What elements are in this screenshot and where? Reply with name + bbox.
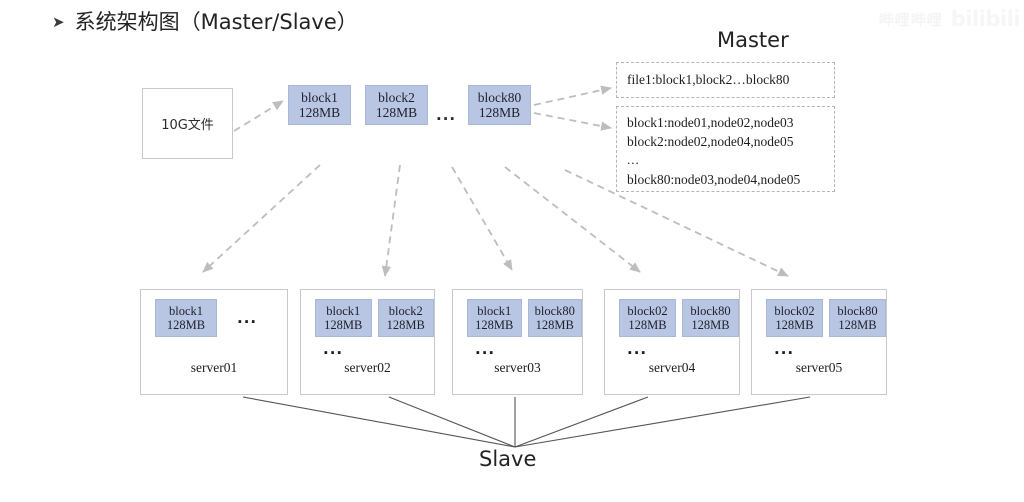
master-file-map-line-1: file1:block1,block2…block80 bbox=[627, 72, 790, 88]
server02-block-2-name: block2 bbox=[388, 304, 423, 318]
server-box-server05: block02 128MB block80 128MB ... server05 bbox=[751, 289, 887, 395]
arrow-to-server04 bbox=[504, 166, 641, 273]
server04-block-1-name: block02 bbox=[627, 304, 668, 318]
server01-name: server01 bbox=[190, 360, 238, 375]
line-server04-to-slave bbox=[514, 396, 649, 448]
server02-block-1-size: 128MB bbox=[324, 318, 363, 332]
server05-block-2: block80 128MB bbox=[829, 299, 886, 337]
top-row-ellipsis: ... bbox=[436, 106, 457, 124]
page-title: ➤ 系统架构图（Master/Slave） bbox=[52, 6, 358, 36]
top-block-2-name: block2 bbox=[378, 89, 415, 105]
arrow-block80-to-blockmap bbox=[533, 112, 612, 131]
slave-label: Slave bbox=[479, 447, 537, 471]
server04-block-2-name: block80 bbox=[690, 304, 731, 318]
server03-blocks: block1 128MB block80 128MB bbox=[453, 299, 582, 337]
server04-blocks: block02 128MB block80 128MB bbox=[605, 299, 739, 337]
server03-name: server03 bbox=[494, 360, 541, 375]
server02-blocks: block1 128MB block2 128MB bbox=[301, 299, 434, 337]
page-title-text: 系统架构图（Master/Slave） bbox=[74, 10, 358, 34]
server05-block-1: block02 128MB bbox=[766, 299, 823, 337]
line-server02-to-slave bbox=[388, 396, 516, 448]
line-server01-to-slave bbox=[242, 396, 516, 448]
server05-block-2-size: 128MB bbox=[838, 318, 877, 332]
server01-block-1-size: 128MB bbox=[166, 318, 206, 332]
top-block-1-name: block1 bbox=[301, 89, 338, 105]
top-block-80-name: block80 bbox=[477, 89, 522, 105]
server02-block-1-name: block1 bbox=[326, 304, 361, 318]
top-block-80-size: 128MB bbox=[478, 105, 521, 120]
server05-name: server05 bbox=[795, 360, 843, 375]
server02-block-2-size: 128MB bbox=[386, 318, 425, 332]
top-block-1: block1 128MB bbox=[288, 85, 351, 125]
top-block-2-size: 128MB bbox=[375, 105, 418, 120]
server05-block-1-size: 128MB bbox=[775, 318, 814, 332]
server02-block-1: block1 128MB bbox=[315, 299, 372, 337]
master-block-map-ellipsis: ... bbox=[627, 152, 640, 168]
server03-block-2: block80 128MB bbox=[527, 299, 582, 337]
server04-block-2-size: 128MB bbox=[691, 318, 730, 332]
master-block-map-line-1: block1:node01,node02,node03 bbox=[627, 115, 794, 130]
line-server05-to-slave bbox=[514, 396, 811, 448]
arrow-to-server01 bbox=[202, 164, 321, 273]
arrow-to-server03 bbox=[451, 166, 513, 271]
master-block-map-line-2: block2:node02,node04,node05 bbox=[627, 134, 794, 150]
server02-block-2: block2 128MB bbox=[377, 299, 434, 337]
server04-name: server04 bbox=[648, 360, 696, 375]
server02-ellipsis: ... bbox=[323, 340, 344, 358]
master-block-map-line-4: block80:node03,node04,node05 bbox=[627, 171, 801, 187]
server05-ellipsis: ... bbox=[774, 340, 795, 358]
server05-blocks: block02 128MB block80 128MB bbox=[752, 299, 886, 337]
source-file-label: 10G文件 bbox=[161, 118, 214, 133]
source-file-box: 10G文件 bbox=[142, 88, 233, 159]
arrow-file-to-block1 bbox=[233, 100, 284, 132]
server03-block-1-name: block1 bbox=[477, 304, 512, 318]
server-box-server04: block02 128MB block80 128MB ... server04 bbox=[604, 289, 740, 395]
server02-name: server02 bbox=[344, 360, 391, 375]
arrow-to-server02 bbox=[381, 164, 401, 277]
master-block-map-box: block1:node01,node02,node03 block2:node0… bbox=[616, 106, 835, 192]
server03-block-1-size: 128MB bbox=[475, 318, 514, 332]
server-box-server03: block1 128MB block80 128MB ... server03 bbox=[452, 289, 583, 395]
server05-block-1-name: block02 bbox=[774, 304, 815, 318]
master-file-map-box: file1:block1,block2…block80 bbox=[616, 62, 835, 98]
server04-block-1-size: 128MB bbox=[628, 318, 667, 332]
master-label: Master bbox=[717, 28, 789, 52]
arrow-block80-to-filemap bbox=[533, 85, 612, 106]
server01-ellipsis: ... bbox=[237, 309, 258, 327]
server04-block-2: block80 128MB bbox=[682, 299, 739, 337]
server03-block-2-name: block80 bbox=[534, 304, 575, 318]
server01-blocks: block1 128MB ... bbox=[141, 299, 287, 337]
server-box-server01: block1 128MB ... server01 bbox=[140, 289, 288, 395]
arrow-to-server05 bbox=[564, 169, 789, 277]
server03-ellipsis: ... bbox=[475, 340, 496, 358]
top-block-1-size: 128MB bbox=[298, 105, 341, 120]
server01-block-1: block1 128MB bbox=[155, 299, 217, 337]
server03-block-2-size: 128MB bbox=[535, 318, 574, 332]
server01-block-1-name: block1 bbox=[168, 304, 204, 318]
top-block-2: block2 128MB bbox=[365, 85, 428, 125]
server04-ellipsis: ... bbox=[627, 340, 648, 358]
server-box-server02: block1 128MB block2 128MB ... server02 bbox=[300, 289, 435, 395]
bullet-arrow-icon: ➤ bbox=[52, 13, 65, 31]
server04-block-1: block02 128MB bbox=[619, 299, 676, 337]
server05-block-2-name: block80 bbox=[837, 304, 878, 318]
top-block-80: block80 128MB bbox=[468, 85, 531, 125]
server03-block-1: block1 128MB bbox=[467, 299, 522, 337]
